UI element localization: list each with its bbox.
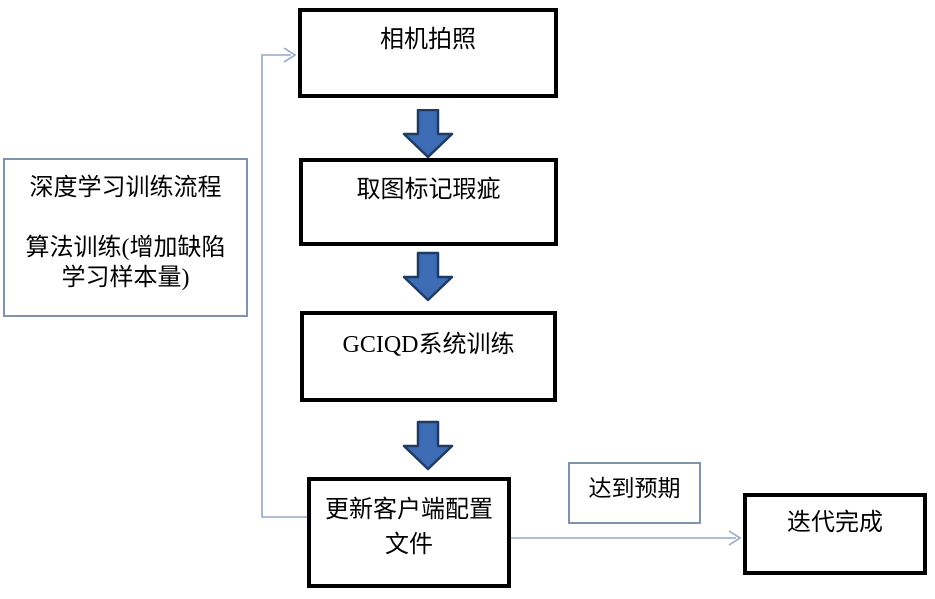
- node-update-client-config: 更新客户端配置 文件: [307, 477, 511, 588]
- node-iteration-done: 迭代完成: [743, 493, 927, 575]
- node-camera-capture: 相机拍照: [298, 8, 558, 98]
- feedback-arrowhead-icon: [283, 47, 297, 63]
- node-mark-defects: 取图标记瑕疵: [299, 158, 558, 246]
- node-gciqd-system-training: GCIQD系统训练: [300, 311, 557, 402]
- block-arrow-down-icon: [402, 420, 454, 471]
- block-arrow-down-icon: [402, 251, 454, 302]
- feedback-connector: [261, 54, 307, 518]
- node-process-note: 深度学习训练流程 算法训练(增加缺陷 学习样本量): [3, 158, 248, 317]
- exit-arrowhead-icon: [728, 530, 742, 546]
- node-expectation-met: 达到预期: [568, 462, 701, 524]
- block-arrow-down-icon: [402, 109, 454, 159]
